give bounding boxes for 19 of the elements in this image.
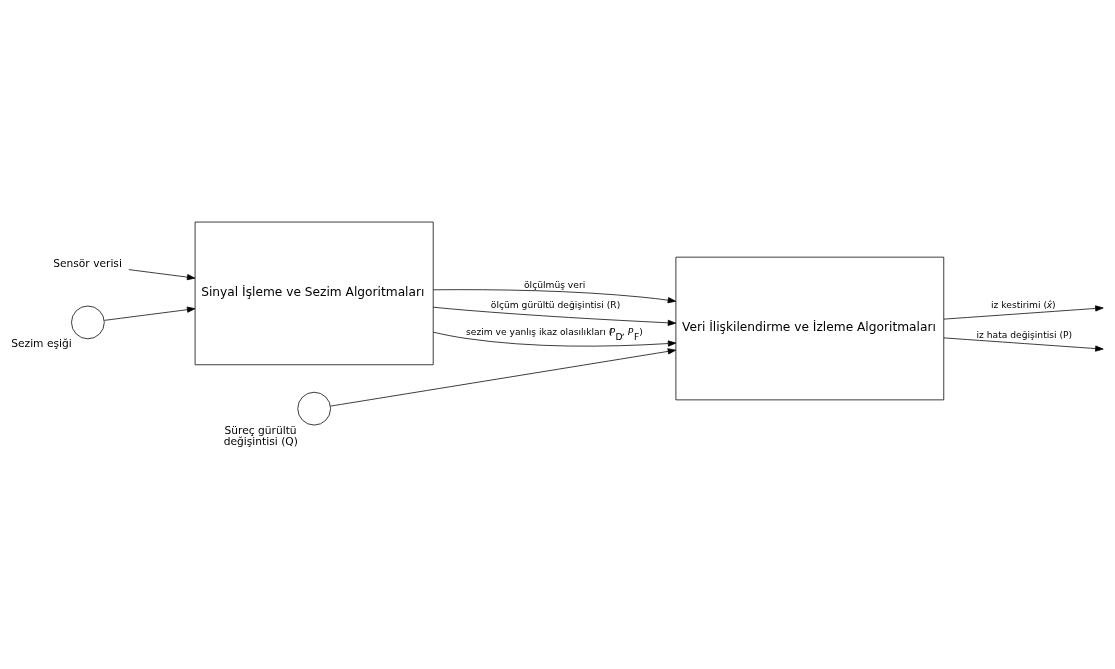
- edge-label: ölçülmüş veri: [524, 279, 586, 290]
- node-box: Sinyal İşleme ve Sezim Algoritmaları: [194, 221, 434, 365]
- node-label: Sezim eşiği: [11, 336, 72, 350]
- edge-label: iz hata değişintisi (P): [976, 329, 1073, 340]
- arrow: [330, 347, 677, 406]
- edge-label: iz kestirimi (x̂): [991, 299, 1056, 310]
- arrow: [128, 268, 196, 280]
- arrow: [943, 304, 1104, 319]
- arrow: [432, 306, 677, 326]
- arrow: [432, 288, 677, 303]
- node-circle: [297, 391, 331, 425]
- node-circle: [71, 305, 105, 339]
- edge-label: ölçüm gürültü değişintisi (R): [490, 299, 621, 310]
- arrow: [104, 306, 196, 321]
- node-text: Sensör verisi: [53, 256, 122, 270]
- node-box: Veri İlişkilendirme ve İzleme Algoritmaları: [675, 256, 945, 400]
- arrow: [943, 337, 1104, 352]
- arrow: [433, 331, 677, 347]
- node-label: Süreç gürültü: [224, 423, 297, 437]
